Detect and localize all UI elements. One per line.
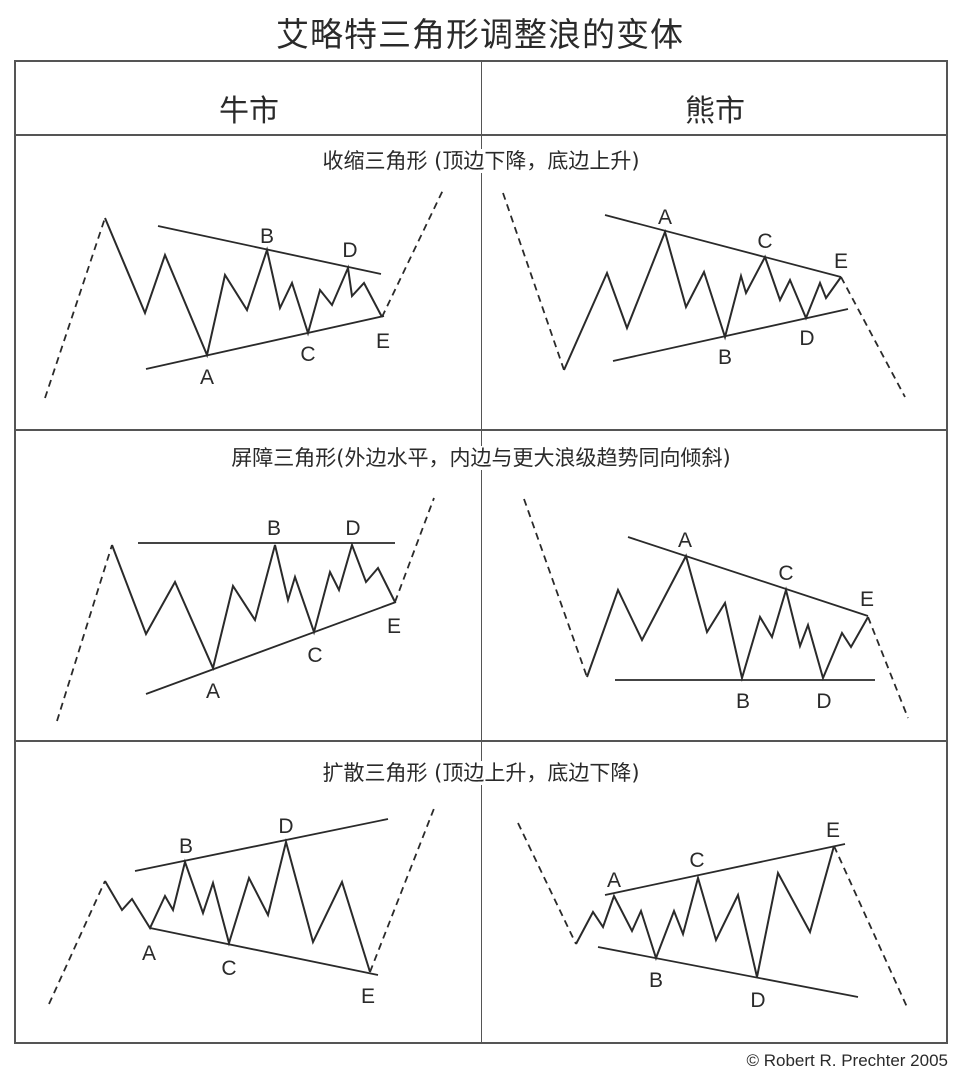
column-header-bear: 熊市 bbox=[685, 94, 745, 129]
section-header-expanding: 扩散三角形 (顶边上升，底边下降) bbox=[16, 757, 946, 787]
copyright-credit: © Robert R. Prechter 2005 bbox=[746, 1051, 948, 1070]
section-label: 扩散三角形 (顶边上升，底边下降) bbox=[318, 761, 644, 785]
column-divider bbox=[481, 61, 482, 1043]
section-header-barrier: 屏障三角形(外边水平，内边与更大浪级趋势同向倾斜) bbox=[16, 442, 946, 472]
column-header-bull: 牛市 bbox=[219, 94, 279, 129]
section-label: 收缩三角形 (顶边下降，底边上升) bbox=[318, 149, 644, 173]
section-label: 屏障三角形(外边水平，内边与更大浪级趋势同向倾斜) bbox=[227, 446, 735, 470]
section-header-contracting: 收缩三角形 (顶边下降，底边上升) bbox=[16, 145, 946, 175]
page-title: 艾略特三角形调整浪的变体 bbox=[276, 15, 684, 54]
